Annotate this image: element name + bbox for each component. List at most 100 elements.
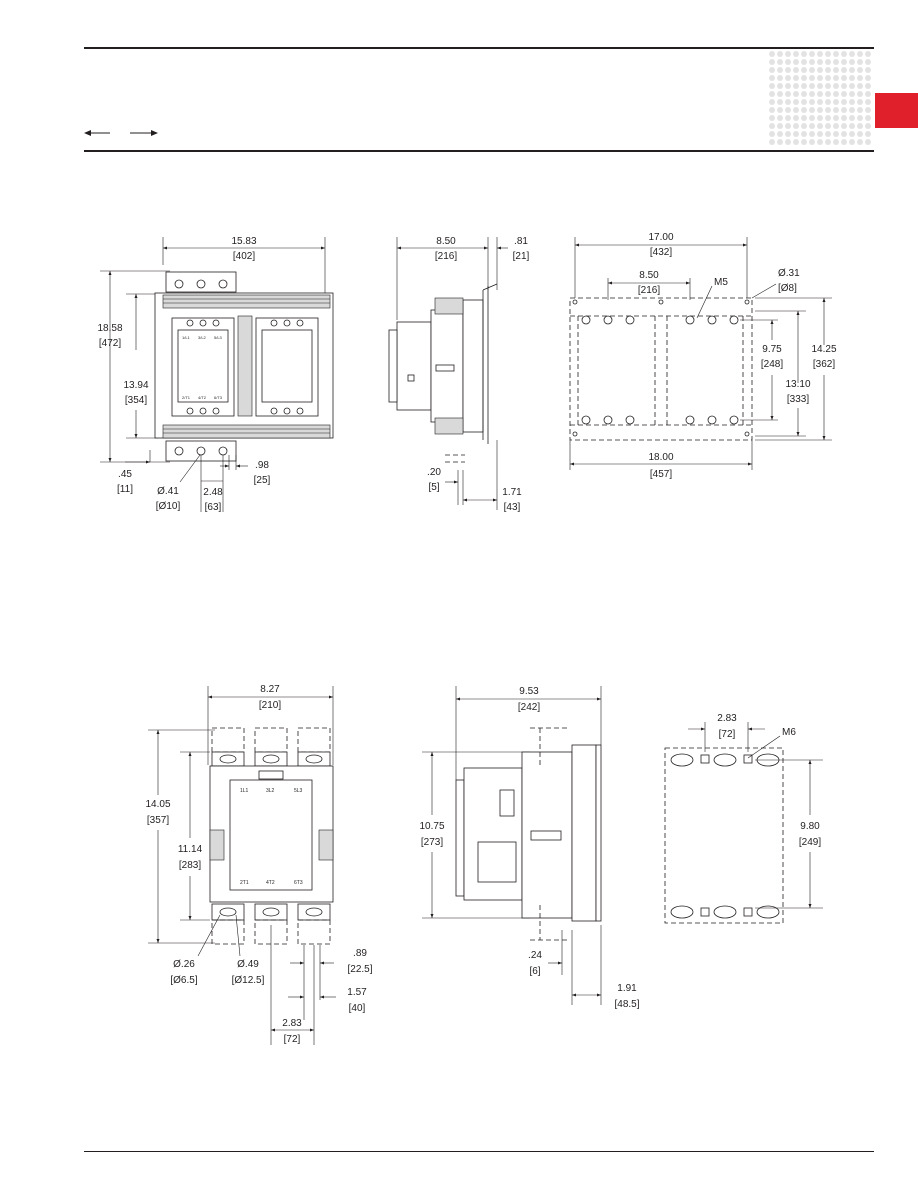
pattern-dot: [849, 99, 855, 105]
pattern-dot: [841, 123, 847, 129]
pattern-dot: [809, 83, 815, 89]
right-arrow-icon: [130, 130, 158, 136]
pattern-dot: [809, 99, 815, 105]
dot-pattern-decoration: [769, 51, 871, 145]
pattern-dot: [801, 91, 807, 97]
pattern-dot: [801, 51, 807, 57]
pattern-dot: [769, 123, 775, 129]
pattern-dot: [809, 75, 815, 81]
r2f-term-width: .89: [353, 948, 367, 959]
r1f-term-width: .98: [255, 460, 269, 471]
r1s-base-offset-mm: [5]: [428, 482, 439, 493]
pattern-dot: [841, 99, 847, 105]
pattern-dot: [841, 131, 847, 137]
pattern-dot: [857, 115, 863, 121]
pattern-dot: [841, 91, 847, 97]
pattern-dot: [865, 83, 871, 89]
pattern-dot: [785, 91, 791, 97]
pattern-dot: [785, 107, 791, 113]
pattern-dot: [793, 131, 799, 137]
pattern-dot: [769, 107, 775, 113]
pattern-dot: [825, 83, 831, 89]
pattern-dot: [825, 107, 831, 113]
r1f-height-body-mm: [354]: [125, 395, 147, 406]
r2f-np-5l3: 5L3: [294, 788, 303, 794]
pattern-dot: [833, 91, 839, 97]
r1s-rail-offset: 1.71: [502, 487, 522, 498]
r2s-rail-offset: 1.91: [617, 983, 637, 994]
pattern-dot: [833, 99, 839, 105]
pattern-dot: [849, 83, 855, 89]
pattern-dot: [801, 131, 807, 137]
pattern-dot: [817, 83, 823, 89]
r1f-pole-pitch-mm: [63]: [205, 502, 222, 513]
pattern-dot: [857, 83, 863, 89]
pattern-dot: [793, 99, 799, 105]
r2f-term-width-mm: [22.5]: [347, 964, 372, 975]
pattern-dot: [825, 91, 831, 97]
r1s-depth-mm: [216]: [435, 251, 457, 262]
pattern-dot: [849, 115, 855, 121]
pattern-dot: [817, 91, 823, 97]
pattern-dot: [857, 131, 863, 137]
pattern-dot: [785, 139, 791, 145]
pattern-dot: [833, 123, 839, 129]
r2s-depth: 9.53: [519, 686, 539, 697]
pattern-dot: [833, 67, 839, 73]
pattern-dot: [769, 83, 775, 89]
r2s-height: 10.75: [419, 821, 444, 832]
pattern-dot: [793, 91, 799, 97]
pattern-dot: [817, 99, 823, 105]
r2f-bottom-terminals: [211, 903, 331, 945]
pattern-dot: [801, 115, 807, 121]
pattern-dot: [857, 91, 863, 97]
pattern-dot: [841, 83, 847, 89]
pattern-dot: [865, 67, 871, 73]
r1f-np-l3: 5/L3: [214, 335, 223, 340]
pattern-dot: [777, 91, 783, 97]
r2m-pitch-mm: [72]: [719, 729, 736, 740]
pattern-dot: [857, 75, 863, 81]
r2s-rail-offset-mm: [48.5]: [614, 999, 639, 1010]
r1f-hole-dia: Ø.41: [157, 486, 179, 497]
pattern-dot: [777, 59, 783, 65]
pattern-dot: [809, 67, 815, 73]
pattern-dot: [849, 131, 855, 137]
pattern-dot: [825, 115, 831, 121]
r1m-inner-height-mm: [248]: [761, 359, 783, 370]
pattern-dot: [817, 107, 823, 113]
r1m-mid-height: 13.10: [785, 379, 810, 390]
r2f-large-hole: Ø.49: [237, 959, 259, 970]
pattern-dot: [801, 99, 807, 105]
pattern-dot: [857, 123, 863, 129]
pattern-dot: [809, 91, 815, 97]
pattern-dot: [865, 91, 871, 97]
pattern-dot: [817, 139, 823, 145]
pattern-dot: [801, 67, 807, 73]
r1m-half-width-mm: [216]: [638, 285, 660, 296]
r1f-width-mm: [402]: [233, 251, 255, 262]
pattern-dot: [841, 107, 847, 113]
pattern-dot: [825, 51, 831, 57]
pattern-dot: [809, 51, 815, 57]
r2s-depth-mm: [242]: [518, 702, 540, 713]
row1-front-view: 15.83 [402] 18.58 [472] 13.94 [354]: [97, 236, 334, 513]
pattern-dot: [817, 51, 823, 57]
pattern-dot: [833, 131, 839, 137]
pattern-dot: [849, 75, 855, 81]
r1f-np-l1: 1/L1: [182, 335, 191, 340]
r1f-pole-pitch: 2.48: [203, 487, 223, 498]
pattern-dot: [833, 75, 839, 81]
r2f-np-2t1: 2T1: [240, 880, 249, 886]
pattern-dot: [825, 99, 831, 105]
pattern-dot: [809, 139, 815, 145]
pattern-dot: [841, 67, 847, 73]
pattern-dot: [793, 67, 799, 73]
row2-front-view: 8.27 [210] 14.05 [357] 11.14 [283]: [145, 684, 373, 1045]
r1m-hole: Ø.31: [778, 268, 800, 279]
pattern-dot: [769, 91, 775, 97]
r1f-np-l2: 3/L2: [198, 335, 207, 340]
pattern-dot: [809, 115, 815, 121]
pattern-dot: [849, 67, 855, 73]
pattern-dot: [825, 123, 831, 129]
